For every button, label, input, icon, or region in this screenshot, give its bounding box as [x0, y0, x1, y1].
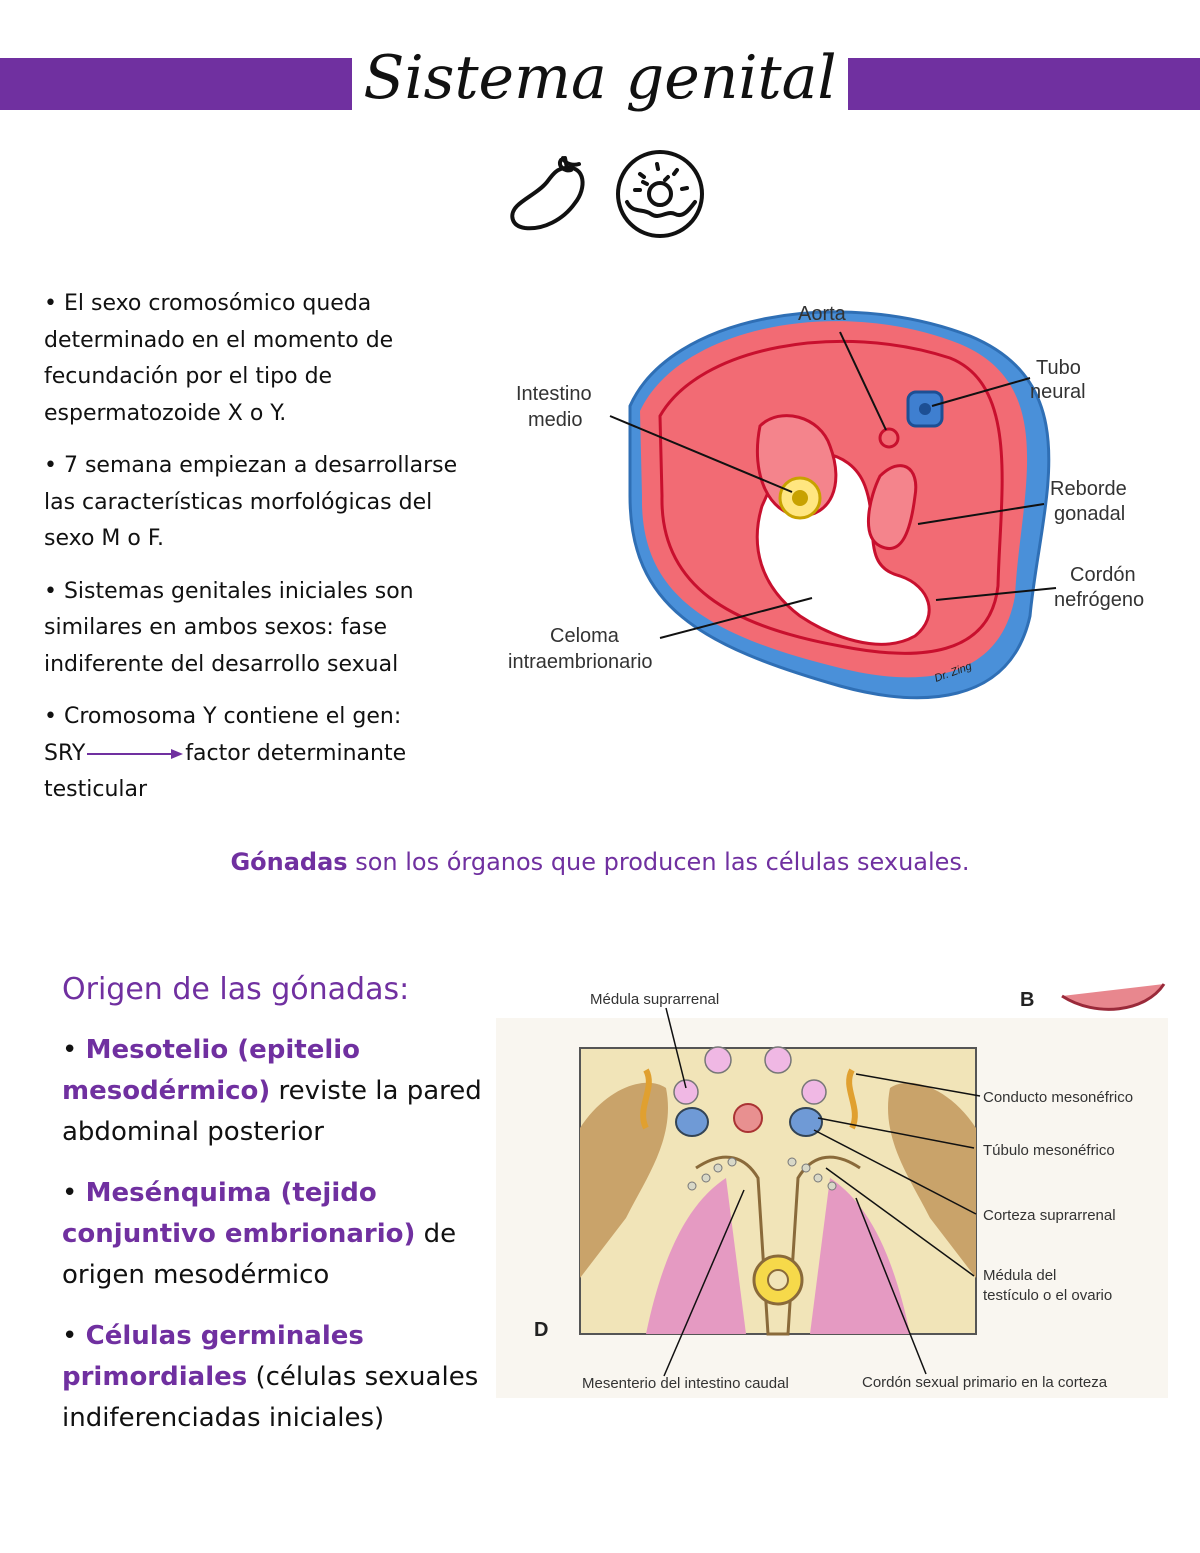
label-corteza-suprarrenal: Corteza suprarrenal [983, 1207, 1116, 1224]
origen-heading: Origen de las gónadas: [62, 972, 410, 1007]
donut-icon [616, 150, 704, 238]
label-celoma-2: intraembrionario [508, 651, 653, 673]
left-gonadal-tissue [646, 1178, 746, 1334]
label-reborde-1: Reborde [1050, 478, 1127, 500]
aorta-vessel [733, 1103, 763, 1133]
gonadas-term: Gónadas [230, 848, 348, 876]
mesentery-outline [695, 1155, 861, 1336]
bullet-dot: • [62, 1178, 78, 1208]
panel-b-tissue [1061, 983, 1166, 1011]
bullet-7-semana: • 7 semana empiezan a desarrollarse las … [44, 453, 458, 551]
gonadal-ridge [866, 464, 918, 550]
origen-item: • Células germinales primordiales (célul… [62, 1316, 482, 1439]
title-bar-right [848, 58, 1200, 110]
title-icons [510, 150, 704, 238]
origen-highlight: Mesénquima (tejido conjuntivo embrionari… [62, 1178, 416, 1249]
left-adrenal-cortex [675, 1107, 709, 1137]
sry-result: factor determinante [185, 740, 407, 766]
label-intestino-1: Intestino [516, 383, 592, 405]
primordial-germ-cells [687, 1157, 837, 1191]
neural-tube-lumen [919, 403, 931, 415]
label-celoma-1: Celoma [550, 625, 620, 647]
left-adrenal-medulla [673, 1079, 699, 1105]
origen-item: • Mesénquima (tejido conjuntivo embriona… [62, 1173, 482, 1296]
figure1-leader-lines [609, 331, 1057, 639]
midgut-lumen [792, 490, 808, 506]
origen-list: • Mesotelio (epitelio mesodérmico) revis… [62, 1030, 482, 1459]
label-mesenterio: Mesenterio del intestino caudal [582, 1375, 789, 1392]
sry-result-line2: testicular [44, 777, 148, 802]
origen-rest: de origen mesodérmico [62, 1219, 457, 1290]
label-medula-testiculo-1: Médula del [983, 1267, 1056, 1284]
label-reborde-2: gonadal [1054, 503, 1125, 525]
label-medula-testiculo-2: testículo o el ovario [983, 1287, 1112, 1304]
inner-membrane [658, 339, 1004, 655]
title-bar-left [0, 58, 352, 110]
right-mesonephric-duct [846, 1068, 858, 1130]
origen-highlight: Mesotelio (epitelio mesodérmico) [62, 1035, 361, 1106]
origen-highlight: Células germinales primordiales [62, 1321, 364, 1392]
bullet-dot: • [62, 1035, 78, 1065]
gonadas-text: son los órganos que producen las células… [347, 848, 970, 876]
right-gonadal-tissue [810, 1178, 910, 1334]
intro-bullets: • El sexo cromosómico queda determinado … [44, 286, 464, 825]
left-body-wall [580, 1082, 668, 1278]
aorta-vessel [878, 427, 900, 449]
bullet-dot: • [62, 1321, 78, 1351]
figure2-leader-lines [663, 1007, 981, 1377]
sry-intro: • Cromosoma Y contiene el gen: [44, 704, 402, 729]
gonad-origin-figure: Médula suprarrenal B D Conducto mesonéfr… [496, 983, 1168, 1398]
label-tubo-2: neural [1030, 381, 1086, 403]
neural-crest-left [704, 1046, 732, 1074]
label-intestino-2: medio [528, 409, 582, 431]
bullet-sry: • Cromosoma Y contiene el gen: SRY factor… [44, 699, 464, 809]
origen-rest: (células sexuales indiferenciadas inicia… [62, 1362, 479, 1433]
label-conducto-mesonefrico: Conducto mesonéfrico [983, 1089, 1133, 1106]
label-cordon-sexual: Cordón sexual primario en la corteza [862, 1374, 1108, 1391]
label-panel-b: B [1020, 989, 1034, 1011]
label-cordon-1: Cordón [1070, 564, 1136, 586]
label-medula-suprarrenal: Médula suprarrenal [590, 991, 719, 1008]
neural-crest-right [764, 1046, 792, 1074]
right-adrenal-cortex [789, 1107, 823, 1137]
right-adrenal-medulla [801, 1079, 827, 1105]
origen-rest: reviste la pared abdominal posterior [62, 1076, 482, 1147]
label-panel-d: D [534, 1319, 548, 1341]
embryo-cross-section-figure: Aorta Tubo neural Intestino medio Rebord… [508, 303, 1144, 700]
sry-gene: SRY [44, 740, 86, 766]
bullet-cromosomico: • El sexo cromosómico queda determinado … [44, 291, 394, 426]
label-aorta: Aorta [798, 303, 847, 325]
label-tubo-1: Tubo [1036, 357, 1081, 379]
bullet-fase-indiferente: • Sistemas genitales iniciales son simil… [44, 578, 414, 677]
gonadas-definition: Gónadas son los órganos que producen las… [0, 848, 1200, 876]
origen-item: • Mesotelio (epitelio mesodérmico) revis… [62, 1030, 482, 1153]
page-title: Sistema genital [363, 43, 837, 113]
label-tubulo-mesonefrico: Túbulo mesonéfrico [983, 1142, 1115, 1159]
hindgut-lumen [767, 1269, 789, 1291]
label-cordon-2: nefrógeno [1054, 589, 1144, 611]
right-body-wall [888, 1082, 976, 1278]
left-mesonephric-duct [640, 1068, 652, 1130]
arrow-right-icon [87, 748, 184, 759]
eggplant-icon [510, 156, 585, 231]
